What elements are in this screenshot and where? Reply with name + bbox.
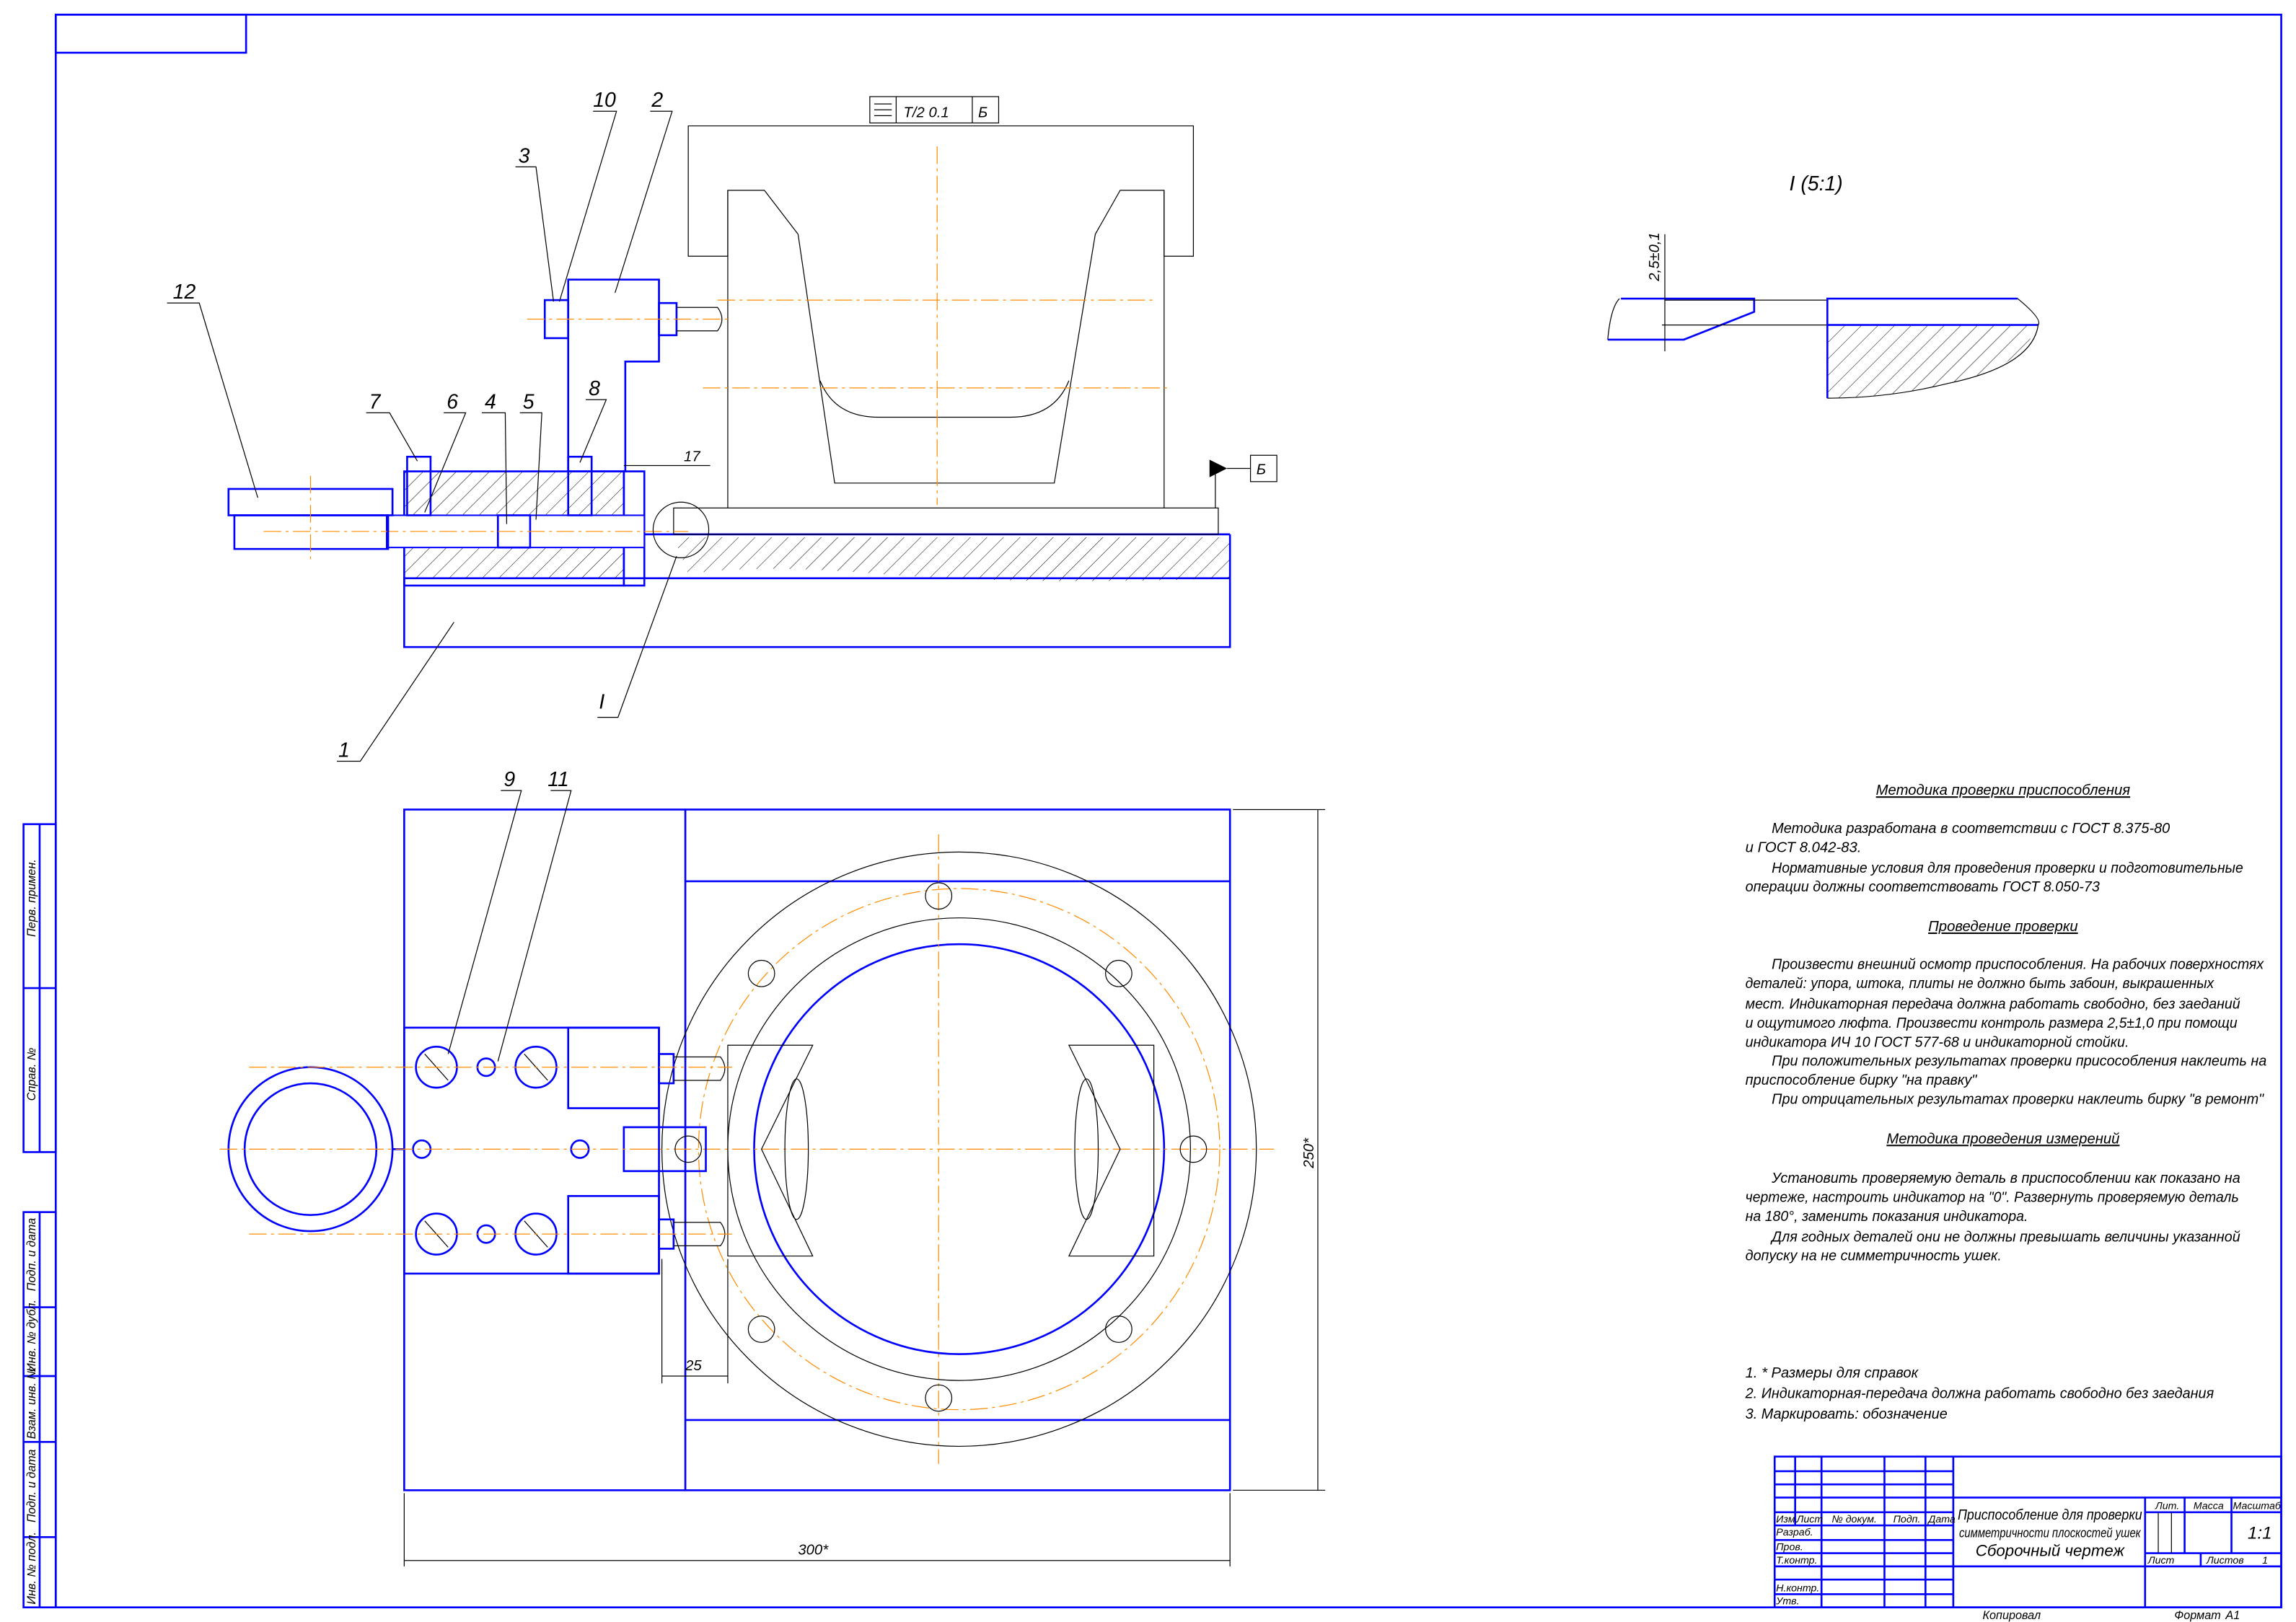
- part-number-4: 4: [485, 390, 496, 413]
- note-line: Установить проверяемую деталь в приспосо…: [1771, 1171, 2240, 1186]
- notes-heading: Методика проведения измерений: [1886, 1131, 2119, 1147]
- note-line: деталей: упора, штока, плиты не должно б…: [1746, 976, 2214, 992]
- dimension-300: 300*: [798, 1543, 829, 1559]
- part-number-3: 3: [519, 144, 530, 167]
- sheet-label: Лист: [2147, 1555, 2175, 1566]
- note-line: При положительных результатах проверки п…: [1772, 1054, 2266, 1070]
- part-number-5: 5: [523, 390, 535, 413]
- note-line: При отрицательных результатах проверки н…: [1772, 1091, 2264, 1107]
- tolerance-datum: Б: [978, 105, 988, 120]
- note-line: чертеже, настроить индикатор на "0". Раз…: [1746, 1189, 2239, 1205]
- note-line: операции должны соответствовать ГОСТ 8.0…: [1746, 879, 2101, 895]
- requirement-line: 1. * Размеры для справок: [1746, 1365, 1919, 1381]
- detail-title: I (5:1): [1790, 172, 1843, 195]
- side-label: Инв. № подл.: [25, 1532, 38, 1605]
- dimension-250: 250*: [1301, 1137, 1317, 1169]
- part-number-12: 12: [173, 281, 196, 304]
- bolt-holes: [674, 882, 1208, 1412]
- drawing-title-line: симметричности плоскостей ушек: [1959, 1525, 2142, 1540]
- note-line: индикатора ИЧ 10 ГОСТ 577-68 и индикатор…: [1746, 1034, 2129, 1050]
- header-izm: Изм.: [1776, 1514, 1798, 1525]
- notes-heading: Проведение проверки: [1928, 919, 2078, 935]
- part-number-7: 7: [369, 390, 382, 413]
- title-block: Изм. Лист № докум. Подп. Дата Разраб. Пр…: [1773, 1455, 2282, 1622]
- side-label: Подп. и дата: [25, 1218, 38, 1292]
- part-number-6: 6: [447, 390, 458, 413]
- side-label: Взам. инв. №: [25, 1367, 38, 1439]
- note-line: Для годных деталей они не должны превыша…: [1770, 1229, 2240, 1245]
- detail-view: I (5:1) 2,5±0,1: [1607, 172, 2040, 399]
- side-strip: Перв. примен. Справ. № Подп. и дата Инв.…: [22, 823, 57, 1609]
- sheets-label: Листов: [2206, 1555, 2244, 1566]
- detail-dimension: 2,5±0,1: [1647, 232, 1663, 282]
- header-date: Дата: [1927, 1514, 1956, 1525]
- header-list: Лист: [1796, 1514, 1824, 1525]
- dimension-25: 25: [685, 1358, 702, 1374]
- note-line: мест. Индикаторная передача должна работ…: [1746, 997, 2240, 1013]
- role-developer: Разраб.: [1776, 1527, 1813, 1538]
- part-number-10: 10: [593, 89, 616, 112]
- copied-label: Копировал: [1982, 1609, 2041, 1622]
- plan-view: 9 11 300* 250* 25: [219, 768, 1326, 1566]
- front-view: T/2 0.1 Б Б 17 12 3 1: [167, 89, 1277, 762]
- side-label: Справ. №: [25, 1048, 38, 1101]
- header-signature: Подп.: [1893, 1514, 1921, 1525]
- tolerance-value: T/2 0.1: [904, 105, 949, 120]
- drawing-title-line: Приспособление для проверки: [1958, 1507, 2142, 1523]
- note-line: на 180°, заменить показания индикатора.: [1746, 1209, 2028, 1225]
- note-line: Произвести внешний осмотр приспособления…: [1772, 957, 2264, 973]
- technical-notes: Методика проверки приспособления Методик…: [1745, 783, 2267, 1422]
- part-number-1: 1: [338, 739, 350, 762]
- scale-label: Масштаб: [2233, 1501, 2282, 1512]
- requirement-line: 3. Маркировать: обозначение: [1746, 1406, 1948, 1422]
- role-approver: Утв.: [1775, 1596, 1799, 1608]
- part-number-8: 8: [589, 377, 600, 400]
- role-tech-control: Т.контр.: [1776, 1555, 1817, 1566]
- note-line: Нормативные условия для проведения прове…: [1772, 860, 2243, 876]
- role-checker: Пров.: [1776, 1542, 1803, 1553]
- requirement-line: 2. Индикаторная-передача должна работать…: [1745, 1385, 2214, 1401]
- part-number-9: 9: [503, 768, 515, 791]
- datum-label: Б: [1257, 462, 1266, 478]
- part-number-2: 2: [651, 89, 663, 112]
- symmetry-tolerance-frame: T/2 0.1 Б: [869, 96, 1000, 124]
- datum-marker: Б: [1209, 454, 1277, 508]
- section-mark: I: [599, 690, 604, 713]
- role-norm-control: Н.контр.: [1776, 1582, 1819, 1594]
- note-line: и ГОСТ 8.042-83.: [1746, 839, 1862, 855]
- note-line: Методика разработана в соответствии с ГО…: [1772, 821, 2170, 837]
- sheet-frame: [54, 13, 2282, 1609]
- header-doc-number: № докум.: [1831, 1514, 1877, 1525]
- format-label: Формат: [2174, 1609, 2220, 1622]
- drawing-type: Сборочный чертеж: [1976, 1542, 2126, 1560]
- format-value: А1: [2225, 1609, 2240, 1622]
- part-number-11: 11: [547, 768, 569, 791]
- note-line: приспособление бирку "на правку": [1746, 1072, 1977, 1088]
- symmetry-icon: [874, 103, 892, 116]
- side-label: Подп. и дата: [25, 1449, 38, 1522]
- lit-label: Лит.: [2155, 1501, 2179, 1512]
- notes-heading: Методика проверки приспособления: [1876, 783, 2131, 798]
- side-label: Инв. № дубл.: [25, 1300, 38, 1372]
- dimension-17: 17: [684, 449, 700, 464]
- sheets-value: 1: [2262, 1555, 2268, 1566]
- mass-label: Масса: [2194, 1501, 2224, 1512]
- note-line: и ощутимого люфта. Произвести контроль р…: [1746, 1015, 2238, 1031]
- side-label: Перв. примен.: [25, 859, 38, 937]
- scale-value: 1:1: [2248, 1523, 2272, 1543]
- note-line: допуску на не симметричность ушек.: [1746, 1248, 2002, 1264]
